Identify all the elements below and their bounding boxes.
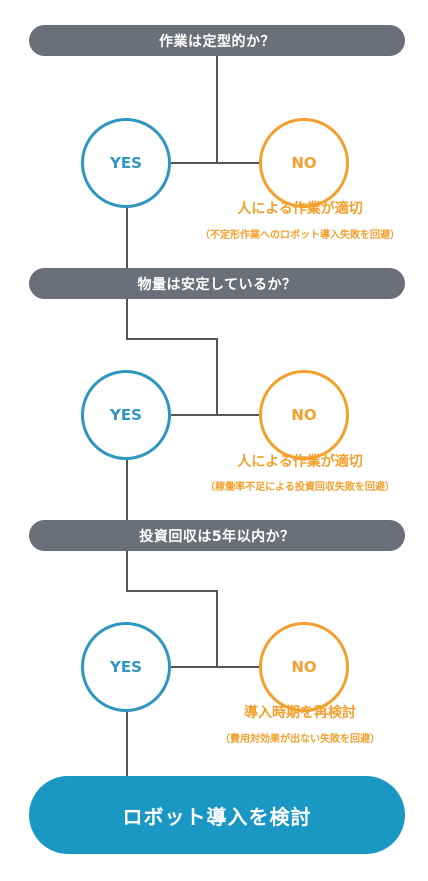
no-result-title-1: 人による作業が適切 xyxy=(237,201,363,217)
connector-yes3-no3 xyxy=(171,666,259,668)
no-result-title-3: 導入時期を再検討 xyxy=(244,705,356,721)
connector-yes2-down xyxy=(126,460,128,522)
no-node-3: NO xyxy=(259,622,349,712)
question-bar-1: 作業は定型的か？ xyxy=(29,25,405,56)
connector-q3-down xyxy=(126,551,128,591)
connector-q3-across xyxy=(126,590,218,592)
no-result-note-3: （費用対効果が出ない失敗を回避） xyxy=(220,734,380,745)
yes-node-2: YES xyxy=(81,370,171,460)
connector-q2-down2 xyxy=(216,338,218,415)
connector-q2-across xyxy=(126,338,218,340)
question-bar-3: 投資回収は5年以内か？ xyxy=(29,520,405,551)
no-result-note-2: （稼働率不足による投資回収失敗を回避） xyxy=(205,482,395,493)
connector-q1-down xyxy=(216,56,218,163)
connector-yes3-final xyxy=(126,712,128,778)
connector-yes1-down xyxy=(126,208,128,270)
connector-q2-down xyxy=(126,299,128,339)
connector-yes2-no2 xyxy=(171,414,259,416)
yes-node-3: YES xyxy=(81,622,171,712)
connector-q3-down2 xyxy=(216,590,218,667)
connector-yes1-no1 xyxy=(171,162,259,164)
final-outcome: ロボット導入を検討 xyxy=(29,776,405,854)
yes-node-1: YES xyxy=(81,118,171,208)
no-node-1: NO xyxy=(259,118,349,208)
no-result-note-1: （不定形作業へのロボット導入失敗を回避） xyxy=(200,230,400,241)
no-node-2: NO xyxy=(259,370,349,460)
question-bar-2: 物量は安定しているか？ xyxy=(29,268,405,299)
no-result-title-2: 人による作業が適切 xyxy=(237,454,363,470)
